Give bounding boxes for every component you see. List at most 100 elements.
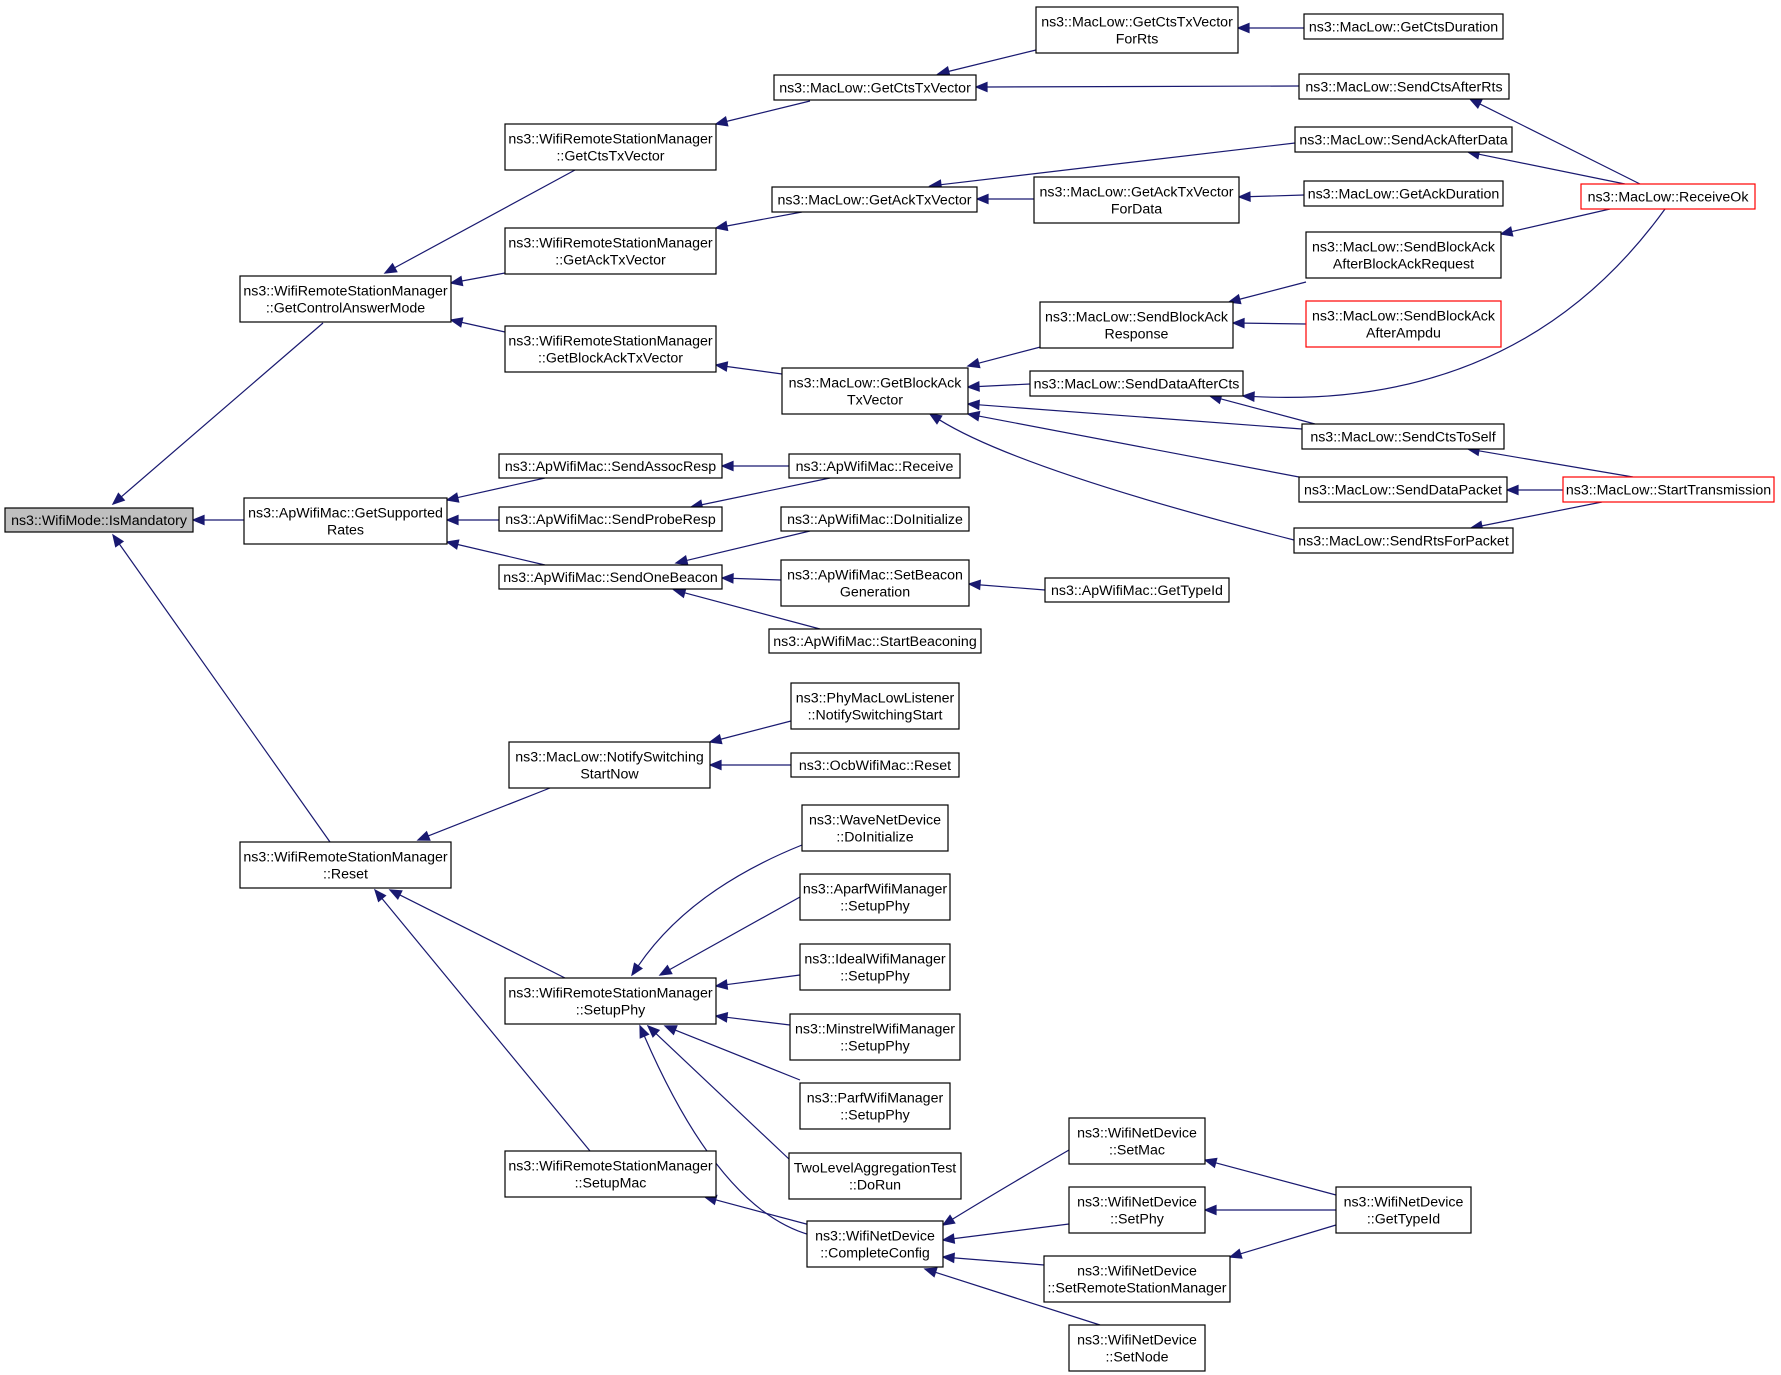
node-box [780, 559, 970, 607]
graph-node-wifinetdevice-setnode[interactable]: ns3::WifiNetDevice::SetNode [1068, 1324, 1206, 1372]
node-label: ns3::WifiRemoteStationManager [243, 850, 448, 866]
arrowhead [1241, 391, 1255, 402]
arrowhead [1231, 317, 1245, 329]
node-label: ns3::ApWifiMac::Receive [796, 459, 954, 475]
graph-node-ocbwifimac-reset[interactable]: ns3::OcbWifiMac::Reset [790, 752, 960, 778]
graph-node-maclow-getacktxvector[interactable]: ns3::MacLow::GetAckTxVector [771, 186, 978, 213]
graph-node-aparfwifimanager-setupphy[interactable]: ns3::AparfWifiManager::SetupPhy [799, 873, 951, 921]
arrowhead [1468, 98, 1483, 110]
graph-node-maclow-getackduration[interactable]: ns3::MacLow::GetAckDuration [1303, 180, 1504, 207]
graph-node-ap-sendonebeacon[interactable]: ns3::ApWifiMac::SendOneBeacon [498, 564, 723, 590]
node-box [1035, 6, 1239, 54]
call-edge [1499, 208, 1611, 237]
graph-node-maclow-sendackafterdata[interactable]: ns3::MacLow::SendAckAfterData [1294, 126, 1513, 153]
call-edge [1466, 445, 1634, 478]
node-label: ns3::WifiRemoteStationManager [508, 334, 713, 350]
graph-node-ismandatory[interactable]: ns3::WifiMode::IsMandatory [4, 507, 194, 533]
graph-node-ap-getbeacontypeid[interactable]: ns3::ApWifiMac::GetTypeId [1044, 577, 1230, 603]
graph-node-ap-receive[interactable]: ns3::ApWifiMac::Receive [788, 453, 961, 479]
call-graph-nodes: ns3::WifiMode::IsMandatoryns3::WifiRemot… [4, 6, 1775, 1372]
call-edge [646, 1024, 791, 1161]
call-edge [658, 896, 801, 976]
node-box [504, 123, 717, 171]
graph-node-maclow-senddatapacket[interactable]: ns3::MacLow::SendDataPacket [1298, 476, 1508, 503]
graph-node-minstrelwifimanager-setupphy[interactable]: ns3::MinstrelWifiManager::SetupPhy [789, 1013, 961, 1061]
graph-node-maclow-sendrtsforpacket[interactable]: ns3::MacLow::SendRtsForPacket [1293, 527, 1514, 554]
node-box [1562, 476, 1775, 503]
graph-node-maclow-starttransmission[interactable]: ns3::MacLow::StartTransmission [1562, 476, 1775, 503]
graph-node-maclow-sendblockackafterblockackrequest[interactable]: ns3::MacLow::SendBlockAckAfterBlockAckRe… [1305, 231, 1502, 279]
graph-node-wifinetdevice-setphy[interactable]: ns3::WifiNetDevice::SetPhy [1068, 1186, 1206, 1234]
graph-node-ap-startbeaconing[interactable]: ns3::ApWifiMac::StartBeaconing [768, 628, 982, 654]
graph-node-idealwifimanager-setupphy[interactable]: ns3::IdealWifiManager::SetupPhy [799, 943, 951, 991]
call-edge [966, 399, 1303, 430]
node-box [243, 497, 448, 545]
call-edge [449, 317, 506, 333]
node-label: ForData [1111, 202, 1162, 218]
arrowhead [974, 81, 988, 93]
graph-node-wrsm-getacktxvector[interactable]: ns3::WifiRemoteStationManager::GetAckTxV… [504, 227, 717, 275]
graph-node-wrsm-setupmac[interactable]: ns3::WifiRemoteStationManager::SetupMac [504, 1150, 717, 1198]
node-box [801, 804, 949, 852]
graph-node-wifinetdevice-setremotestationmanager[interactable]: ns3::WifiNetDevice::SetRemoteStationMana… [1043, 1255, 1231, 1303]
arrowhead [714, 220, 729, 232]
graph-node-ap-sendassocresp[interactable]: ns3::ApWifiMac::SendAssocResp [498, 453, 723, 479]
graph-node-wrsm-setupphy[interactable]: ns3::WifiRemoteStationManager::SetupPhy [504, 977, 717, 1025]
graph-node-wavenetdevice-doinitialize[interactable]: ns3::WaveNetDevice::DoInitialize [801, 804, 949, 852]
graph-node-wifinetdevice-setmac[interactable]: ns3::WifiNetDevice::SetMac [1068, 1117, 1206, 1165]
node-box [1029, 370, 1244, 397]
node-label: ns3::WifiNetDevice [815, 1229, 935, 1245]
call-edge [720, 573, 782, 584]
graph-node-wrsm-getblockacktxvector[interactable]: ns3::WifiRemoteStationManager::GetBlockA… [504, 325, 717, 373]
graph-node-maclow-senddataaftercts[interactable]: ns3::MacLow::SendDataAfterCts [1029, 370, 1244, 397]
node-box [780, 506, 970, 532]
graph-node-maclow-getctstxvector[interactable]: ns3::MacLow::GetCtsTxVector [773, 74, 977, 101]
call-edge [445, 477, 546, 503]
node-label: ::SetupPhy [576, 1003, 646, 1019]
graph-node-maclow-getctsduration[interactable]: ns3::MacLow::GetCtsDuration [1303, 13, 1504, 40]
graph-node-maclow-sendctsafterrts[interactable]: ns3::MacLow::SendCtsAfterRts [1298, 73, 1510, 100]
node-box [806, 1220, 944, 1268]
arrowhead [928, 413, 943, 425]
call-edge [714, 361, 783, 375]
graph-node-phymaclowlistener-notifyswitchingstart[interactable]: ns3::PhyMacLowListener::NotifySwitchingS… [790, 682, 960, 730]
graph-node-maclow-receiveok[interactable]: ns3::MacLow::ReceiveOk [1580, 183, 1756, 210]
graph-node-maclow-sendctstoself[interactable]: ns3::MacLow::SendCtsToSelf [1301, 423, 1505, 450]
node-box [1039, 301, 1234, 349]
arrowhead [714, 979, 729, 990]
graph-node-maclow-getblockacktxvector[interactable]: ns3::MacLow::GetBlockAckTxVector [781, 367, 969, 415]
arrowhead [708, 733, 723, 745]
node-box [799, 943, 951, 991]
node-box [1068, 1324, 1206, 1372]
graph-node-wifinetdevice-gettypeid[interactable]: ns3::WifiNetDevice::GetTypeId [1335, 1186, 1472, 1234]
arrowhead [720, 573, 734, 584]
node-label: ::SetupPhy [840, 1108, 910, 1124]
arrowhead [672, 587, 687, 599]
node-box [1580, 183, 1756, 210]
arrowhead [1237, 191, 1251, 203]
call-edge [720, 460, 789, 472]
node-label: ns3::WifiNetDevice [1344, 1195, 1464, 1211]
graph-node-parfwifimanager-setupphy[interactable]: ns3::ParfWifiManager::SetupPhy [799, 1082, 951, 1130]
node-label: ::DoInitialize [836, 830, 913, 846]
call-edge [1208, 393, 1316, 425]
node-box [790, 682, 960, 730]
node-box [1294, 126, 1513, 153]
graph-node-twolevelaggregationtest-dorun[interactable]: TwoLevelAggregationTest::DoRun [788, 1152, 962, 1200]
graph-node-ap-sendproberesp[interactable]: ns3::ApWifiMac::SendProbeResp [498, 506, 723, 532]
graph-node-wifinetdevice-completeconfig[interactable]: ns3::WifiNetDevice::CompleteConfig [806, 1220, 944, 1268]
graph-node-wrsm-reset[interactable]: ns3::WifiRemoteStationManager::Reset [239, 841, 452, 889]
graph-node-wrsm-getctstxvector[interactable]: ns3::WifiRemoteStationManager::GetCtsTxV… [504, 123, 717, 171]
arrowhead [941, 1214, 956, 1226]
arrowhead [941, 1252, 955, 1264]
graph-node-wrsm-getcontrolanswermode[interactable]: ns3::WifiRemoteStationManager::GetContro… [239, 275, 452, 323]
graph-node-ap-doinitialize[interactable]: ns3::ApWifiMac::DoInitialize [780, 506, 970, 532]
call-edge [708, 759, 791, 771]
